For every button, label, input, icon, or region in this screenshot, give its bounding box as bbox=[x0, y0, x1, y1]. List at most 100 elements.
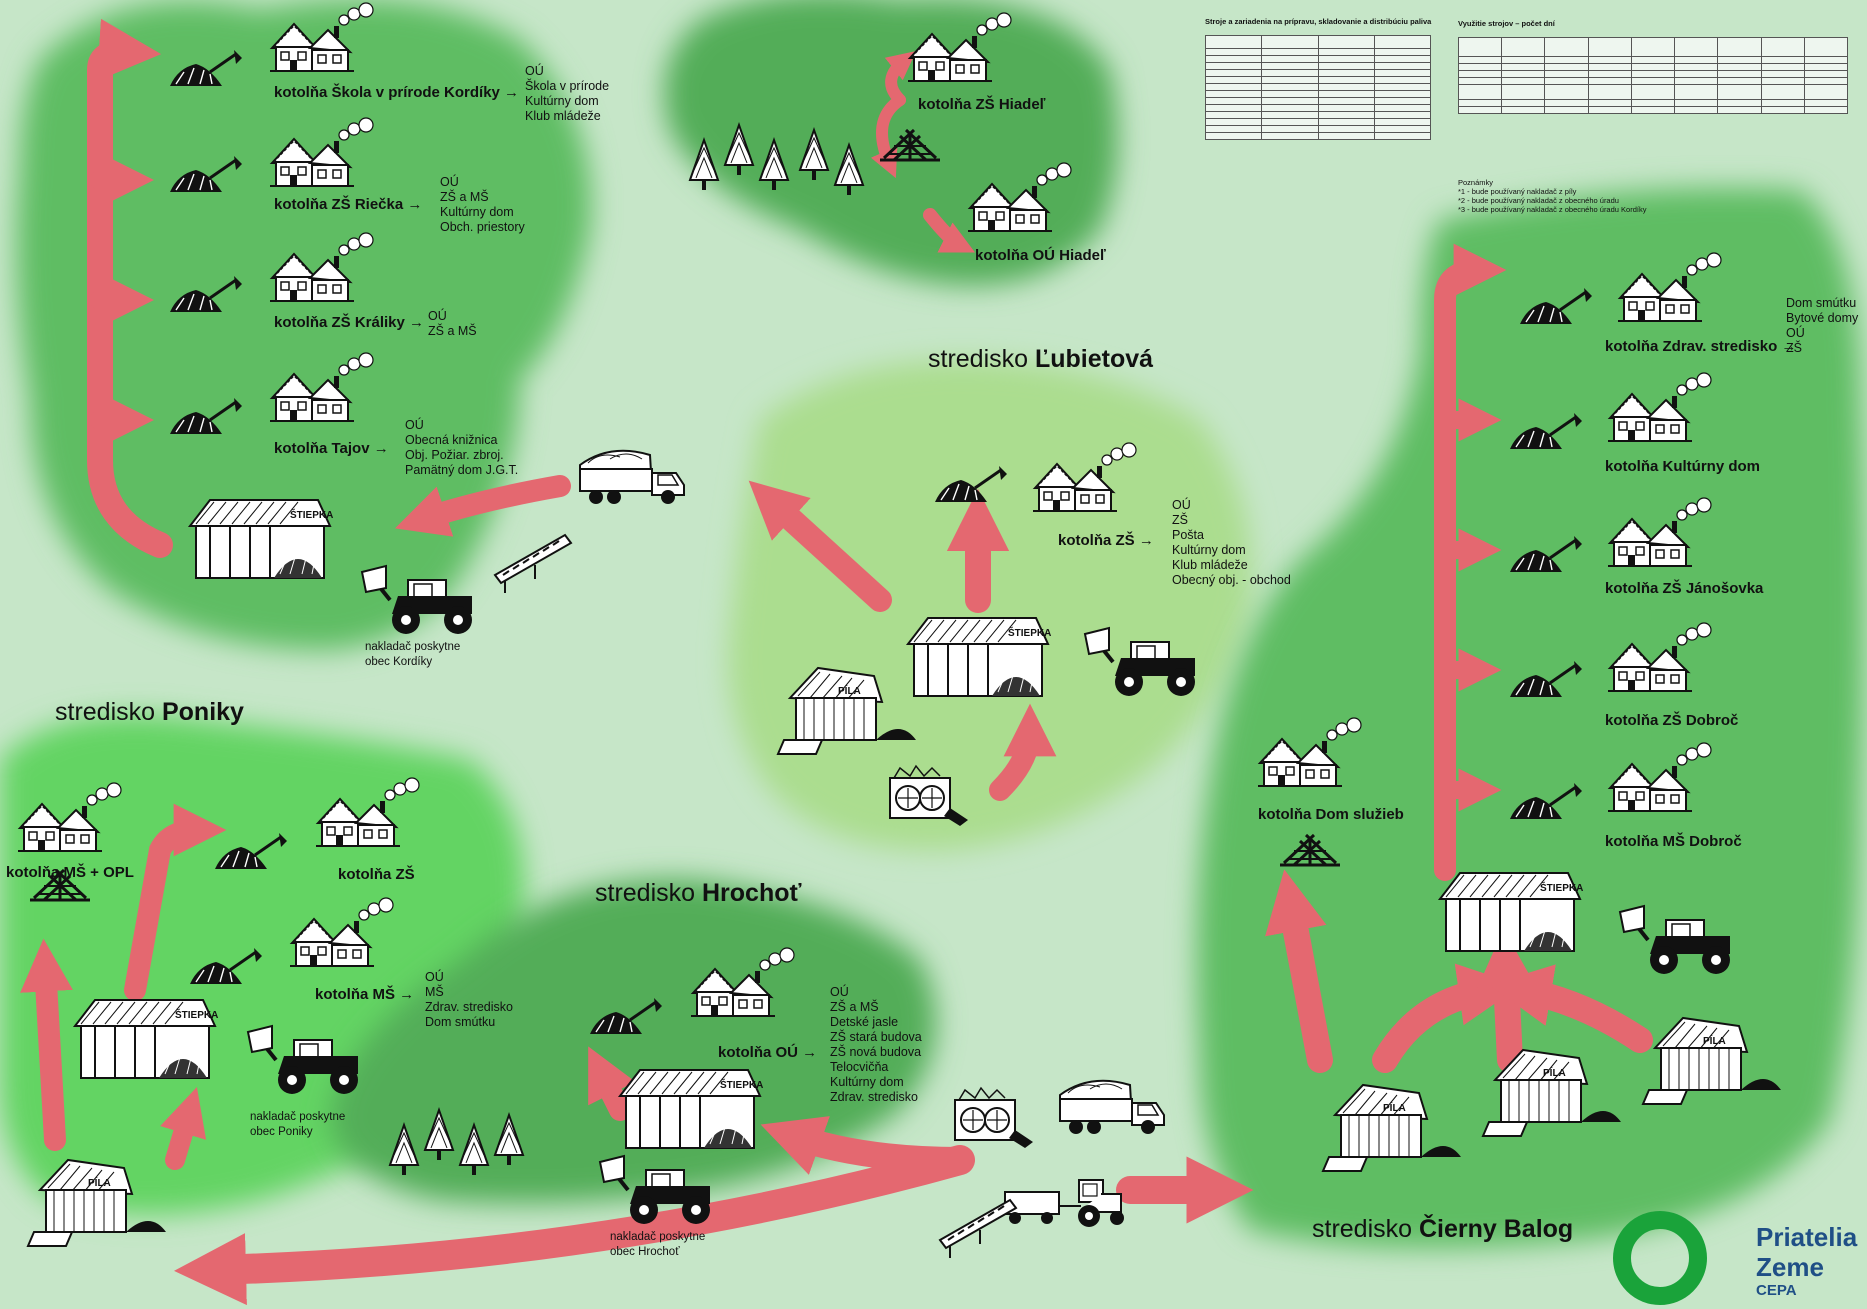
kotolna-kulturny-dom-label: kotolňa Kultúrny dom bbox=[1605, 458, 1760, 475]
kotolna-kraliky-label: kotolňa ZŠ Králiky → bbox=[274, 314, 425, 331]
served-item: Pamätný dom J.G.T. bbox=[405, 463, 519, 477]
kraliky-served-list: OÚ ZŠ a MŠ bbox=[428, 309, 477, 339]
served-item: ZŠ a MŠ bbox=[428, 324, 477, 338]
caption-line: obec Poniky bbox=[250, 1126, 313, 1138]
served-item: OÚ bbox=[405, 418, 424, 432]
priatelia-zeme-logo-ring bbox=[1613, 1211, 1707, 1305]
served-item: Telocvičňa bbox=[830, 1060, 889, 1074]
kotolna-skola-label: kotolňa Škola v prírode Kordíky → bbox=[274, 84, 520, 101]
served-item: Detské jasle bbox=[830, 1015, 899, 1029]
usage-table-grid bbox=[1457, 37, 1849, 114]
kotolna-zs-dobroc-label: kotolňa ZŠ Dobroč bbox=[1605, 712, 1739, 729]
note-line: *3 - bude používaný nakladač z obecného … bbox=[1458, 205, 1647, 214]
served-item: OÚ bbox=[440, 175, 459, 189]
served-item: OÚ bbox=[525, 64, 544, 78]
kotolna-dom-sluzieb-label: kotolňa Dom služieb bbox=[1258, 806, 1404, 823]
caption-line: nakladač poskytne bbox=[365, 641, 461, 653]
zdrav-served-list: Dom smútku Bytové domy OÚ ZŠ bbox=[1786, 296, 1858, 356]
logo-line-2: Zeme bbox=[1756, 1252, 1824, 1282]
center-prefix: stredisko bbox=[1312, 1215, 1419, 1243]
conveyor-icon bbox=[494, 534, 572, 594]
served-item: OÚ bbox=[428, 309, 447, 323]
conveyor-icon bbox=[939, 1199, 1017, 1259]
hrochot-served-list: OÚ ZŠ a MŠ Detské jasle ZŠ stará budova … bbox=[830, 985, 922, 1105]
truck-icon bbox=[1059, 1079, 1165, 1135]
served-item: Obj. Požiar. zbroj. bbox=[405, 448, 504, 462]
chipper-icon bbox=[954, 1087, 1034, 1149]
kotolna-tajov-label: kotolňa Tajov → bbox=[274, 440, 389, 457]
served-item: Klub mládeže bbox=[1172, 558, 1248, 572]
served-item: Kultúrny dom bbox=[1172, 543, 1246, 557]
poniky-ms-served-list: OÚ MŠ Zdrav. stredisko Dom smútku bbox=[425, 970, 513, 1030]
poniky-loader-caption: nakladač poskytne obec Poniky bbox=[250, 1110, 345, 1140]
barn-icon bbox=[189, 499, 335, 579]
kotolna-zs-hiadel-label: kotolňa ZŠ Hiadeľ bbox=[918, 96, 1046, 113]
served-item: Zdrav. stredisko bbox=[830, 1090, 918, 1104]
served-item: Kultúrny dom bbox=[440, 205, 514, 219]
barn-icon bbox=[74, 999, 220, 1079]
served-item: OÚ bbox=[830, 985, 849, 999]
center-prefix: stredisko bbox=[928, 345, 1035, 373]
kotolna-ms-dobroc-label: kotolňa MŠ Dobroč bbox=[1605, 833, 1742, 850]
center-lubietova-title: stredisko Ľubietová bbox=[928, 345, 1153, 374]
served-item: Škola v prírode bbox=[525, 79, 610, 93]
logo-line-3: CEPA bbox=[1756, 1282, 1797, 1299]
machines-table bbox=[1204, 35, 1432, 140]
served-item: ZŠ bbox=[1172, 513, 1188, 527]
caption-line: nakladač poskytne bbox=[610, 1231, 706, 1243]
caption-line: obec Kordíky bbox=[365, 656, 433, 668]
region-cierny-balog bbox=[1196, 188, 1864, 1248]
arrows bbox=[20, 18, 1653, 1306]
caption-line: obec Hrochoť bbox=[610, 1246, 680, 1258]
hrochot-loader-caption: nakladač poskytne obec Hrochoť bbox=[610, 1230, 705, 1260]
center-hrochot-title: stredisko Hrochoť bbox=[595, 879, 801, 908]
tractor-icon bbox=[1004, 1179, 1125, 1228]
logo-line-1: Priatelia bbox=[1756, 1222, 1858, 1252]
machines-table-grid bbox=[1204, 35, 1432, 140]
served-item: Kultúrny dom bbox=[830, 1075, 904, 1089]
served-item: Obecný obj. - obchod bbox=[1172, 573, 1291, 587]
kotolna-ms-poniky-label: kotolňa MŠ → bbox=[315, 986, 415, 1003]
kotolna-ms-opl-label: kotolňa MŠ + OPL bbox=[6, 864, 134, 881]
usage-table bbox=[1457, 37, 1849, 114]
center-name: Ľubietová bbox=[1034, 345, 1154, 373]
usage-notes: Poznámky *1 - bude používaný nakladač z … bbox=[1458, 178, 1646, 214]
barn-icon bbox=[907, 617, 1053, 697]
served-item: Dom smútku bbox=[425, 1015, 496, 1029]
logo-text: Priatelia Zeme CEPA bbox=[1756, 1222, 1857, 1299]
served-item: ZŠ a MŠ bbox=[830, 1000, 879, 1014]
served-item: OÚ bbox=[425, 970, 444, 984]
center-name: Hrochoť bbox=[701, 879, 802, 907]
served-item: MŠ bbox=[425, 985, 444, 999]
center-cierny-balog-title: stredisko Čierny Balog bbox=[1312, 1215, 1573, 1244]
center-prefix: stredisko bbox=[595, 879, 702, 907]
kotolna-zs-lubietova-label: kotolňa ZŠ → bbox=[1058, 532, 1154, 549]
kordiky-loader-caption: nakladač poskytne obec Kordíky bbox=[365, 640, 460, 670]
served-item: Zdrav. stredisko bbox=[425, 1000, 513, 1014]
kotolna-zs-janosovka-label: kotolňa ZŠ Jánošovka bbox=[1605, 580, 1764, 597]
lubietova-served-list: OÚ ZŠ Pošta Kultúrny dom Klub mládeže Ob… bbox=[1172, 498, 1291, 588]
note-line: *1 - bude používaný nakladač z píly bbox=[1458, 187, 1577, 196]
center-name: Poniky bbox=[161, 698, 244, 726]
kotolna-riecka-label: kotolňa ZŠ Riečka → bbox=[274, 196, 423, 213]
caption-line: nakladač poskytne bbox=[250, 1111, 346, 1123]
note-line: Poznámky bbox=[1458, 178, 1494, 187]
served-item: ZŠ a MŠ bbox=[440, 190, 489, 204]
riecka-served-list: OÚ ZŠ a MŠ Kultúrny dom Obch. priestory bbox=[440, 175, 525, 235]
served-item: Kultúrny dom bbox=[525, 94, 599, 108]
served-item: OÚ bbox=[1172, 498, 1191, 512]
tajov-served-list: OÚ Obecná knižnica Obj. Požiar. zbroj. P… bbox=[405, 418, 518, 478]
center-poniky-title: stredisko Poniky bbox=[55, 698, 244, 727]
note-line: *2 - bude používaný nakladač z obecného … bbox=[1458, 196, 1619, 205]
served-item: ZŠ nová budova bbox=[830, 1045, 922, 1059]
served-item: Obecná knižnica bbox=[405, 433, 498, 447]
served-item: Klub mládeže bbox=[525, 109, 601, 123]
kotolna-ou-hrochot-label: kotolňa OÚ → bbox=[718, 1044, 818, 1061]
skola-served-list: OÚ Škola v prírode Kultúrny dom Klub mlá… bbox=[525, 64, 609, 124]
served-item: Dom smútku bbox=[1786, 296, 1857, 310]
served-item: Bytové domy bbox=[1786, 311, 1859, 325]
served-item: ZŠ stará budova bbox=[830, 1030, 922, 1044]
center-name: Čierny Balog bbox=[1418, 1215, 1574, 1243]
